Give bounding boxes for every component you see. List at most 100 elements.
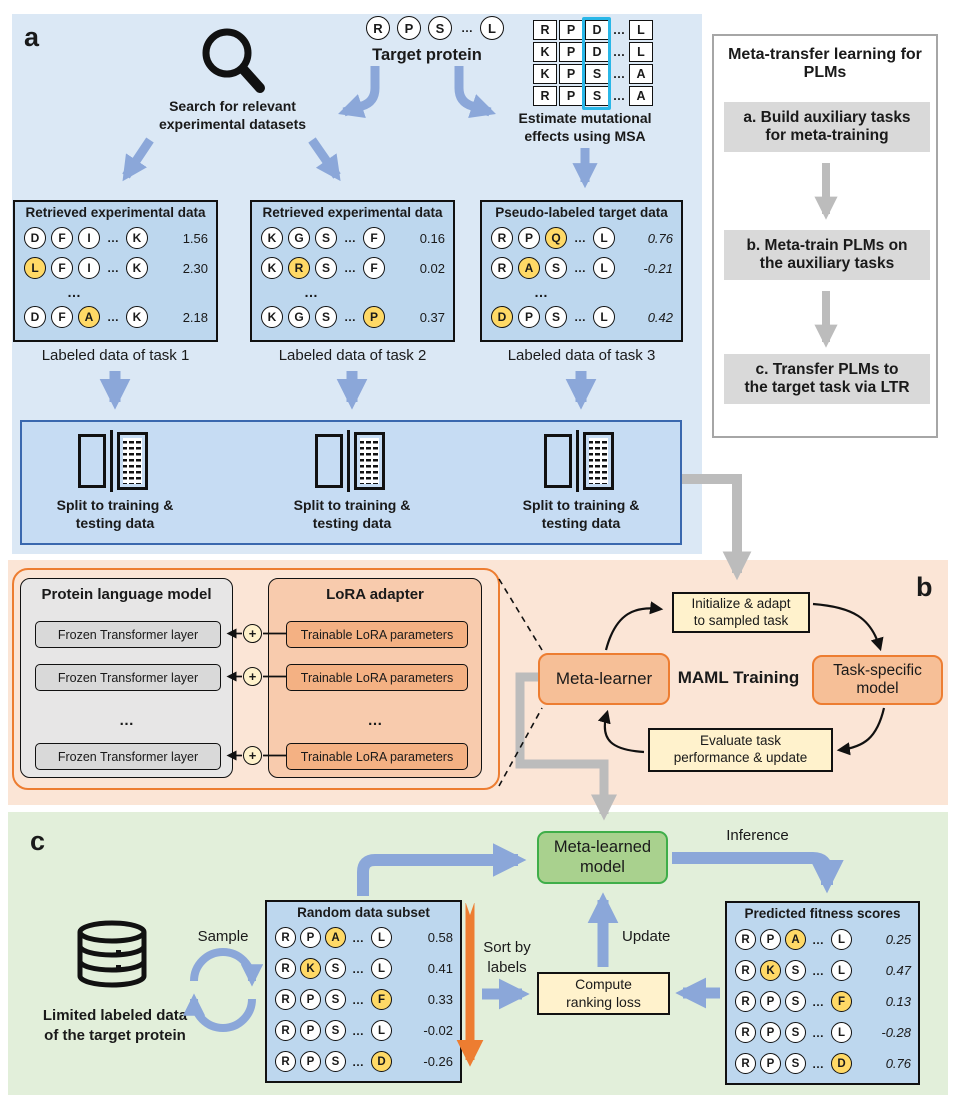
plm-lora-outer-box [12, 568, 500, 790]
residue-circle: K [261, 227, 283, 249]
residue-circle: P [760, 991, 781, 1012]
compute-ranking-loss-box: Compute ranking loss [537, 972, 670, 1015]
lora-adapter-box: LoRA adapter Trainable LoRA parameters T… [268, 578, 482, 778]
residue-circle: K [126, 257, 148, 279]
split-caption: Split to training & testing data [56, 497, 174, 532]
target-protein-sequence: R P S … L [366, 16, 511, 40]
residue-circle: L [593, 257, 615, 279]
random-subset-title: Random data subset [297, 905, 430, 920]
msa-cell: K [533, 64, 557, 84]
residue-circle: K [126, 306, 148, 328]
trainable-lora-parameters: Trainable LoRA parameters [286, 743, 468, 770]
rows-ellipsis: … [67, 284, 81, 300]
inference-label: Inference [726, 827, 789, 844]
target-protein-label: Target protein [372, 46, 482, 64]
residue-circle: R [275, 1020, 296, 1041]
ellipsis: … [107, 310, 120, 324]
task-box-title: Pseudo-labeled target data [495, 205, 668, 220]
task-caption-1: Labeled data of task 1 [41, 347, 190, 364]
plm-title: Protein language model [41, 586, 212, 603]
residue-circle: R [735, 991, 756, 1012]
predicted-scores-title: Predicted fitness scores [744, 906, 901, 921]
residue-circle: K [261, 257, 283, 279]
task-specific-model-box: Task-specific model [812, 655, 943, 705]
residue-circle: L [831, 929, 852, 950]
residue-circle: S [315, 257, 337, 279]
residue-circle: P [760, 929, 781, 950]
residue-circle: S [325, 989, 346, 1010]
residue-circle: R [735, 1053, 756, 1074]
residue-circle: P [760, 1053, 781, 1074]
ellipsis: … [107, 261, 120, 275]
pseudo-label-value: 0.76 [647, 230, 673, 246]
meta-learner-box: Meta-learner [538, 653, 670, 705]
residue-circle: F [363, 257, 385, 279]
split-caption: Split to training & testing data [522, 497, 640, 532]
msa-cell: P [559, 86, 583, 106]
update-label: Update [622, 928, 671, 945]
msa-cell: L [629, 42, 653, 62]
layers-ellipsis: … [367, 712, 383, 729]
predicted-value: 0.13 [885, 994, 911, 1009]
msa-cell: R [533, 86, 557, 106]
residue-circle: P [300, 1051, 321, 1072]
limited-data-caption: Limited labeled data of the target prote… [42, 1007, 188, 1044]
task-box-title: Retrieved experimental data [25, 205, 206, 220]
sidebar-overview: Meta-transfer learning for PLMs a. Build… [712, 34, 938, 438]
residue-circle: S [785, 1022, 806, 1043]
train-split-rect [315, 434, 343, 488]
msa-cell: A [629, 86, 653, 106]
residue-circle-mutated: R [288, 257, 310, 279]
residue-circle: L [371, 927, 392, 948]
residue-circle: P [300, 989, 321, 1010]
ellipsis: … [574, 261, 587, 275]
sidebar-step-c: c. Transfer PLMs to the target task via … [724, 354, 930, 404]
sequence-row: R A S … L -0.21 [491, 257, 673, 279]
residue-circle: P [397, 16, 421, 40]
residue-circle: R [735, 1022, 756, 1043]
sample-label: Sample [197, 928, 249, 945]
ellipsis: … [812, 963, 825, 978]
residue-circle-mutated: K [760, 960, 781, 981]
predicted-value: 0.76 [885, 1056, 911, 1071]
residue-circle: S [545, 306, 567, 328]
residue-circle-mutated: P [363, 306, 385, 328]
sequence-row: R P S … F 0.33 [275, 989, 453, 1010]
sidebar-title: Meta-transfer learning for PLMs [728, 46, 922, 81]
task-box-title: Retrieved experimental data [262, 205, 443, 220]
residue-circle: D [24, 306, 46, 328]
maml-training-label: MAML Training [677, 668, 800, 687]
ellipsis: … [812, 932, 825, 947]
ellipsis: … [352, 961, 365, 976]
task-box-1: Retrieved experimental data D F I … K 1.… [13, 200, 218, 342]
fitness-value: 2.30 [182, 260, 208, 276]
sequence-row: K G S … P 0.37 [261, 306, 445, 328]
plus-merge-icon: + [243, 746, 262, 765]
sidebar-step-b: b. Meta-train PLMs on the auxiliary task… [724, 230, 930, 280]
ellipsis: … [612, 23, 626, 37]
predicted-value: 0.25 [885, 932, 911, 947]
ellipsis: … [612, 67, 626, 81]
trainable-lora-parameters: Trainable LoRA parameters [286, 621, 468, 648]
frozen-transformer-layer: Frozen Transformer layer [35, 743, 221, 770]
ellipsis: … [461, 21, 474, 35]
residue-circle-mutated: F [831, 991, 852, 1012]
msa-cell: R [533, 20, 557, 40]
initialize-adapt-box: Initialize & adapt to sampled task [672, 592, 810, 633]
residue-circle: R [275, 958, 296, 979]
split-data-icon [315, 430, 385, 492]
frozen-transformer-layer: Frozen Transformer layer [35, 664, 221, 691]
task-caption-3: Labeled data of task 3 [507, 347, 656, 364]
trainable-lora-parameters: Trainable LoRA parameters [286, 664, 468, 691]
residue-circle-mutated: A [785, 929, 806, 950]
sequence-row: R P S … D -0.26 [275, 1051, 453, 1072]
residue-circle-mutated: A [325, 927, 346, 948]
plus-merge-icon: + [243, 667, 262, 686]
sequence-row: D P S … L 0.42 [491, 306, 673, 328]
layers-ellipsis: … [119, 712, 134, 729]
residue-circle: P [518, 227, 540, 249]
residue-circle: R [491, 227, 513, 249]
ellipsis: … [352, 992, 365, 1007]
ellipsis: … [612, 45, 626, 59]
